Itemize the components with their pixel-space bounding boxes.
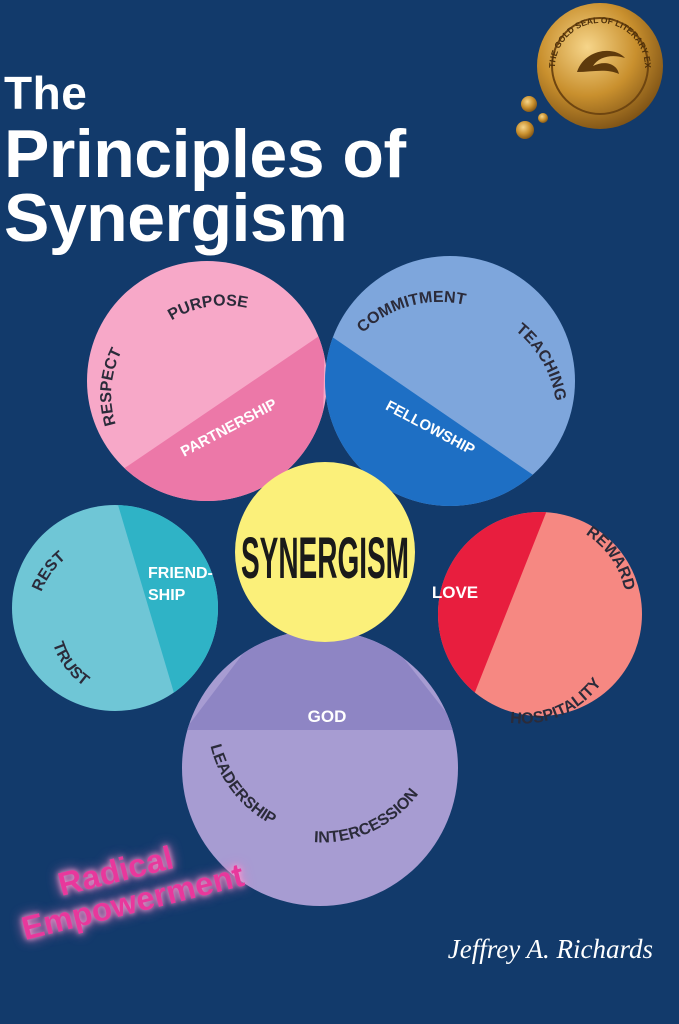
- center-label: SYNERGISM: [241, 526, 409, 591]
- title-line-2: Principles of: [4, 116, 406, 192]
- label-friendship-2: SHIP: [148, 587, 186, 604]
- seal-drip: [516, 121, 534, 139]
- title-line-1: The: [4, 67, 88, 119]
- label-friendship-1: FRIEND-: [148, 565, 213, 582]
- book-title: The Principles of Synergism: [4, 70, 406, 252]
- seal-drip: [521, 96, 537, 112]
- gold-wax-seal-icon: THE GOLD SEAL OF LITERARY EXCELLENCE: [515, 0, 663, 139]
- seal-drip: [538, 113, 548, 123]
- wedge-love: [438, 512, 555, 716]
- title-line-3: Synergism: [4, 180, 348, 256]
- label-love: LOVE: [432, 583, 478, 602]
- seal-ring: [551, 17, 649, 115]
- author-name: Jeffrey A. Richards: [447, 934, 653, 964]
- seal-bird-emblem: [577, 50, 625, 74]
- label-god: GOD: [308, 707, 347, 726]
- wedge-friendship: [110, 505, 218, 711]
- center-circle: [235, 462, 415, 642]
